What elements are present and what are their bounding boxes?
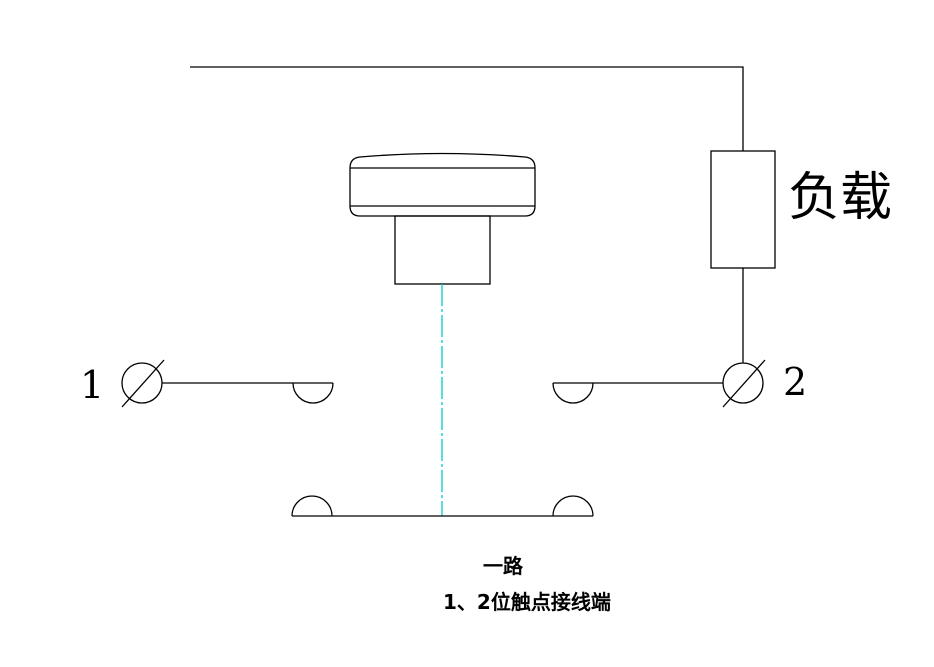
button-stem <box>394 215 491 285</box>
load-resistor <box>710 150 776 269</box>
terminal-2-label: 2 <box>783 360 807 404</box>
right-fixed-contact <box>552 382 594 404</box>
moving-contact-left <box>291 495 333 517</box>
moving-contact-right <box>552 495 594 517</box>
caption-line2: 1、2位触点接线端 <box>443 590 611 614</box>
push-button <box>349 152 536 285</box>
terminal-1-label: 1 <box>80 363 104 407</box>
terminal-1-symbol <box>121 359 165 408</box>
terminal-2-symbol <box>722 359 766 408</box>
caption-line1: 一路 <box>483 554 524 578</box>
top-wire <box>190 66 744 151</box>
load-label: 负载 <box>788 168 892 228</box>
left-fixed-contact <box>292 382 334 404</box>
